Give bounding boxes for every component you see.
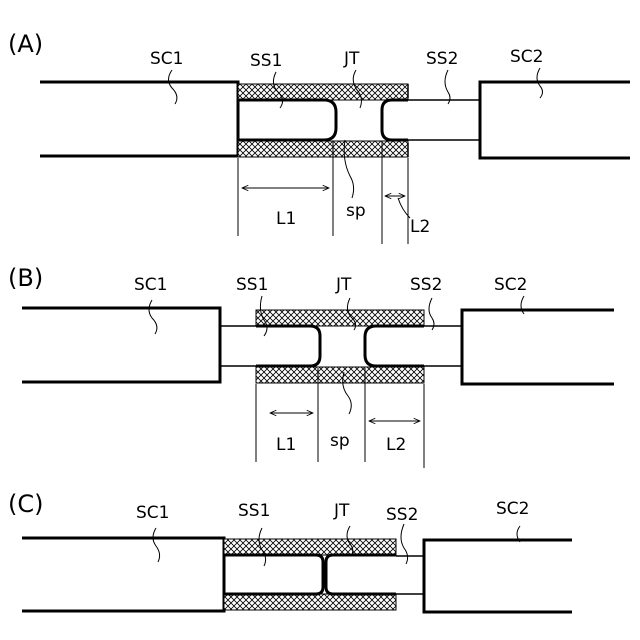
panel-a-sc1-cable bbox=[40, 82, 238, 156]
panel-a-ss2-conductor-end bbox=[382, 100, 408, 140]
panel-c-tag: (C) bbox=[8, 490, 43, 518]
panel-b-ss1-conductor bbox=[256, 326, 320, 366]
panel-b-ss2-label: SS2 bbox=[410, 275, 442, 295]
panel-c-sc1-cable bbox=[22, 538, 224, 611]
panel-b-l2-label: L2 bbox=[386, 435, 406, 455]
panel-b-ss2-strand bbox=[424, 326, 462, 366]
panel-c-ss1-conductor bbox=[224, 555, 323, 594]
panel-b-ss1-strand bbox=[220, 326, 256, 366]
panel-a-jt-top-band bbox=[238, 84, 408, 100]
panel-c-sc2-label: SC2 bbox=[496, 499, 529, 519]
panel-a-sp-label: sp bbox=[346, 201, 366, 221]
panel-b-sc2-cable bbox=[462, 310, 614, 384]
panel-a-ss1-label: SS1 bbox=[250, 51, 282, 71]
panel-a-sc1-label: SC1 bbox=[150, 49, 183, 69]
panel-a: (A) SC1 SS1 JT SS2 bbox=[8, 30, 630, 244]
panel-a-sc2-label: SC2 bbox=[510, 47, 543, 67]
panel-b-ss1-label: SS1 bbox=[236, 275, 268, 295]
panel-b: (B) SC1 SS1 JT SS2 SC2 bbox=[8, 264, 614, 468]
panel-b-jt-top-band bbox=[256, 310, 424, 326]
panel-b-sp-label: sp bbox=[330, 431, 350, 451]
panel-a-ss2-label: SS2 bbox=[426, 49, 458, 69]
panel-c-ss2-label: SS2 bbox=[386, 505, 418, 525]
panel-a-sc2-cable bbox=[480, 82, 630, 158]
panel-b-sc1-label: SC1 bbox=[134, 275, 167, 295]
panel-a-l2-label: L2 bbox=[410, 217, 430, 237]
panel-c-sc2-cable bbox=[424, 540, 572, 612]
panel-b-l1-label: L1 bbox=[276, 435, 296, 455]
panel-b-jt-label: JT bbox=[335, 275, 352, 295]
panel-b-ss2-conductor bbox=[365, 326, 424, 366]
panel-b-sc2-label: SC2 bbox=[494, 275, 527, 295]
panel-a-ss1-conductor bbox=[238, 100, 336, 140]
panel-c-jt-top-band bbox=[224, 539, 396, 555]
panel-c-jt-label: JT bbox=[333, 501, 350, 521]
panel-c-ss1-label: SS1 bbox=[238, 501, 270, 521]
panel-b-sc1-cable bbox=[22, 308, 220, 382]
panel-a-ss2-strand bbox=[408, 100, 480, 140]
panel-a-tag: (A) bbox=[8, 30, 43, 58]
panel-c: (C) SC1 SS1 JT SS2 SC2 bbox=[8, 490, 572, 612]
panel-a-l1-label: L1 bbox=[276, 209, 296, 229]
panel-b-jt-bottom-band bbox=[256, 367, 424, 383]
panel-c-sc1-label: SC1 bbox=[136, 503, 169, 523]
panel-c-ss2-conductor bbox=[326, 555, 396, 594]
panel-b-tag: (B) bbox=[8, 264, 43, 292]
panel-a-jt-label: JT bbox=[343, 49, 360, 69]
panel-c-ss2-strand bbox=[396, 556, 424, 594]
panel-c-jt-bottom-band bbox=[224, 594, 396, 610]
